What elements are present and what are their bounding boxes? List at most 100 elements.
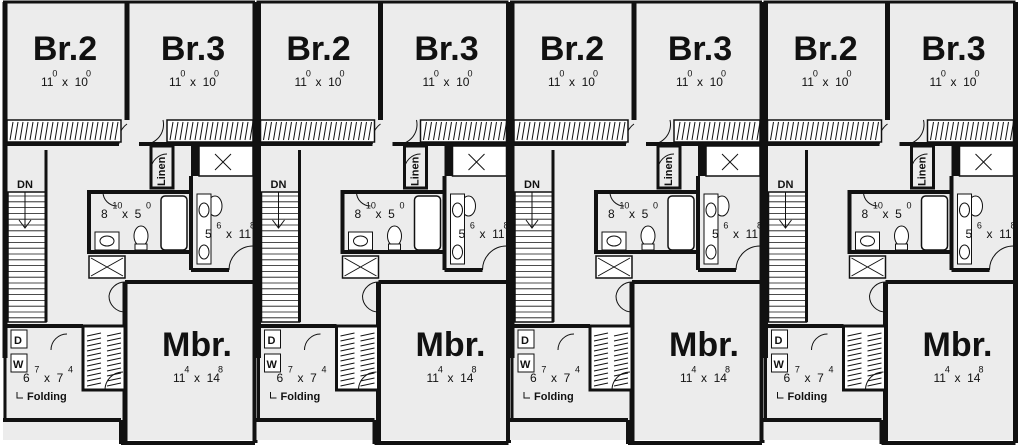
closet-box	[166, 119, 254, 143]
dim-depth-inches: 0	[721, 69, 726, 79]
closet-br3	[673, 119, 761, 143]
closet-rod-hanger	[935, 121, 939, 141]
door-mbr	[362, 281, 379, 297]
dim-depth-inches: 0	[86, 69, 91, 79]
closet-rod-hanger	[586, 121, 591, 141]
closet-rod-hanger	[830, 121, 834, 141]
closet-rod-hanger	[726, 121, 731, 141]
closet-rod-hanger	[104, 121, 109, 141]
dim-width-inches: 0	[687, 69, 692, 79]
dim-depth-inches: 0	[975, 69, 980, 79]
mech-chase	[198, 145, 254, 177]
closet-rod-hanger	[581, 121, 586, 141]
closet-rod-hanger	[613, 352, 629, 357]
dim-depth: 14	[714, 371, 728, 385]
closet-rod-hanger	[613, 332, 629, 337]
closet-rod-hanger	[686, 121, 691, 141]
closet-br2	[6, 119, 122, 143]
dim-times: x	[697, 75, 703, 89]
dim-width-inches: 6	[470, 221, 475, 231]
dim-times: x	[444, 75, 450, 89]
closet-rod-hanger	[780, 121, 784, 141]
sink-icon	[959, 244, 970, 260]
closet-rod-hanger	[867, 337, 882, 342]
mbr-closet-door	[611, 371, 631, 391]
closet-rod-hanger	[263, 121, 267, 141]
dim-times: x	[987, 227, 993, 241]
washer-label: W	[774, 359, 785, 371]
room-label-mbr: Mbr.	[669, 326, 739, 364]
closet-rod-hanger	[867, 362, 882, 367]
closet-rod-hanger	[498, 121, 502, 141]
washer	[517, 353, 535, 373]
closet-rod-hanger	[531, 121, 536, 141]
closet-rod-hanger	[800, 121, 804, 141]
closet-rod-hanger	[106, 382, 122, 387]
hall-bath-vanity	[601, 231, 627, 251]
closet-rod-hanger	[955, 121, 959, 141]
closet-rod-hanger	[1010, 121, 1014, 141]
closet-rod-hanger	[360, 382, 375, 387]
dim-width: 8	[354, 207, 361, 221]
toilet-tank	[134, 243, 148, 251]
dim-depth: 10	[75, 75, 89, 89]
closet-rod-hanger	[741, 121, 746, 141]
closet-rod-hanger	[229, 121, 234, 141]
closet-rod-hanger	[443, 121, 447, 141]
closet-rod-hanger	[606, 121, 611, 141]
chase-wall	[444, 146, 453, 176]
closet-rod-hanger	[338, 121, 342, 141]
closet-rod-hanger	[106, 367, 122, 372]
storage-x-2	[344, 257, 377, 277]
closet-rod-hanger	[106, 352, 122, 357]
dim-times: x	[551, 371, 557, 385]
dim-times: x	[226, 227, 232, 241]
hall-bath-door	[356, 191, 371, 207]
closet-rod-hanger	[681, 121, 686, 141]
closet-rod-hanger	[847, 332, 862, 337]
stair-run	[7, 191, 47, 323]
dim-times: x	[190, 75, 196, 89]
closet-br3	[926, 119, 1015, 143]
stair-run	[260, 191, 301, 323]
closet-box	[419, 119, 508, 143]
closet-rod-hanger	[561, 121, 566, 141]
toilet-icon	[387, 225, 402, 247]
closet-rod-hanger	[601, 121, 606, 141]
tub	[413, 195, 442, 251]
linen-door	[150, 153, 168, 171]
closet-rod-hanger	[106, 337, 122, 342]
closet-rod-hanger	[360, 332, 375, 337]
closet-rod-hanger	[340, 357, 355, 362]
closet-rod-hanger	[736, 121, 741, 141]
dim-width-inches: 0	[941, 69, 946, 79]
dryer-label: D	[775, 335, 783, 347]
dim-width-inches: 6	[723, 221, 728, 231]
chase-x-2	[468, 153, 485, 171]
closet-rod-hanger	[209, 121, 214, 141]
closet-rod-hanger	[308, 121, 312, 141]
closet-rod-hanger	[867, 377, 882, 382]
door-mbr-2	[869, 295, 886, 313]
room-label-br2: Br.2	[33, 30, 97, 68]
dryer-label: D	[14, 335, 22, 347]
tub	[667, 195, 695, 251]
closet-rod-hanger	[328, 121, 332, 141]
folding-counter-corner	[16, 392, 23, 399]
dryer	[517, 329, 535, 349]
linen-label: Linen	[917, 156, 929, 186]
closet-rod-hanger	[239, 121, 244, 141]
closet-rod-hanger	[613, 377, 629, 382]
linen-label: Linen	[410, 156, 422, 186]
mech-chase	[958, 145, 1015, 177]
dim-width-inches: 0	[306, 69, 311, 79]
dim-times: x	[448, 371, 454, 385]
dim-depth: 11	[492, 227, 505, 241]
closet-rod-hanger	[84, 121, 89, 141]
